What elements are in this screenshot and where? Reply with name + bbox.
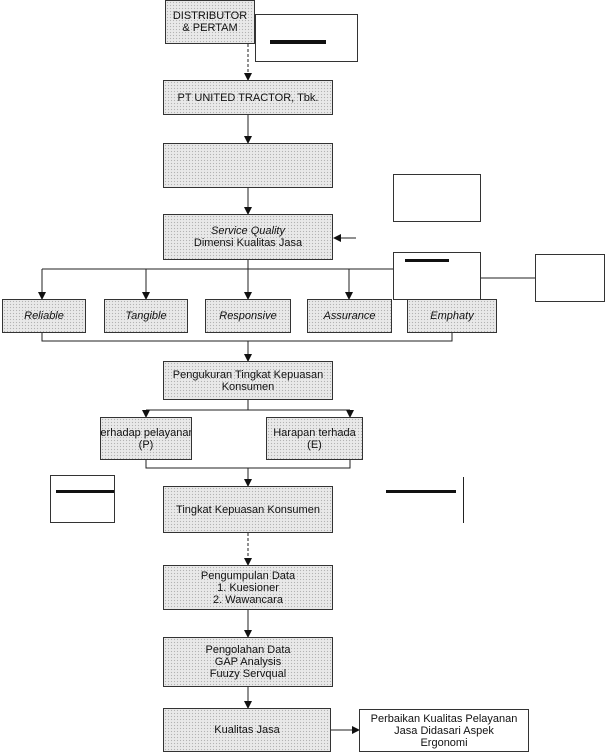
data-collection-item-1: 1. Kuesioner [217, 581, 279, 594]
measurement-line-1: Pengukuran Tingkat Kepuasan [172, 368, 324, 381]
improvement-box: Perbaikan Kualitas Pelayanan Jasa Didasa… [359, 709, 529, 752]
data-processing-item-1: GAP Analysis [214, 656, 282, 668]
redacted-bar-left [56, 490, 114, 493]
improvement-line-3: Ergonomi [420, 736, 468, 749]
blank-box-top-right [255, 14, 358, 62]
distributor-line-1: DISTRIBUTOR [172, 10, 248, 22]
dimension-assurance-label: Assurance [323, 310, 376, 322]
perception-line-2: (P) [138, 438, 154, 451]
data-collection-item-2: 2. Wawancara [213, 593, 283, 606]
redacted-bar-top [270, 40, 326, 44]
dimension-responsive-label: Responsive [219, 310, 277, 322]
dimension-reliable: Reliable [2, 299, 86, 333]
service-quality-result-label: Kualitas Jasa [214, 724, 280, 736]
measurement-box: Pengukuran Tingkat Kepuasan Konsumen [163, 361, 333, 400]
merge-dimensions [41, 333, 453, 342]
data-processing-item-2: Fuuzy Servqual [209, 668, 287, 680]
satisfaction-box: Tingkat Kepuasan Konsumen [163, 486, 333, 533]
redacted-bar-right [386, 490, 456, 493]
expectation-line-2: (E) [307, 438, 322, 451]
satisfaction-label: Tingkat Kepuasan Konsumen [176, 503, 320, 516]
data-processing-box: Pengolahan Data GAP Analysis Fuuzy Servq… [163, 637, 333, 687]
data-collection-box: Pengumpulan Data 1. Kuesioner 2. Wawanca… [163, 565, 333, 610]
dimension-tangible-label: Tangible [125, 310, 167, 322]
improvement-line-1: Perbaikan Kualitas Pelayanan [370, 712, 518, 725]
merge-p-e [145, 460, 351, 469]
data-processing-title: Pengolahan Data [205, 644, 291, 656]
service-quality-box: Service Quality Dimensi Kualitas Jasa [163, 214, 333, 260]
service-quality-title: Service Quality [211, 225, 285, 237]
distributor-box: DISTRIBUTOR & PERTAM [165, 0, 255, 44]
dimension-emphaty-label: Emphaty [430, 310, 474, 322]
company-label: PT UNITED TRACTOR, Tbk. [177, 91, 319, 104]
expectation-box: Harapan terhada (E) [266, 417, 363, 460]
redacted-bar-side [405, 259, 449, 262]
right-vertical-rule [463, 477, 464, 523]
service-quality-result-box: Kualitas Jasa [163, 708, 331, 752]
expectation-line-1: Harapan terhada [273, 426, 356, 439]
service-quality-subtitle: Dimensi Kualitas Jasa [193, 237, 303, 249]
dimension-assurance: Assurance [307, 299, 392, 333]
dimension-emphaty: Emphaty [407, 299, 497, 333]
blank-box-side-right [535, 254, 605, 302]
distributor-line-2: & PERTAM [182, 22, 238, 34]
blank-box-left [50, 475, 115, 523]
data-collection-title: Pengumpulan Data [200, 569, 296, 582]
blank-box-right [393, 174, 481, 222]
dimension-responsive: Responsive [205, 299, 291, 333]
perception-line-1: terhadap pelayanan [100, 426, 192, 439]
dimension-reliable-label: Reliable [24, 310, 64, 322]
blank-process-box [163, 143, 333, 188]
dimension-tangible: Tangible [104, 299, 188, 333]
company-box: PT UNITED TRACTOR, Tbk. [163, 80, 333, 115]
perception-box: terhadap pelayanan (P) [100, 417, 192, 460]
improvement-line-2: Jasa Didasari Aspek [394, 724, 494, 737]
measurement-line-2: Konsumen [221, 380, 275, 393]
